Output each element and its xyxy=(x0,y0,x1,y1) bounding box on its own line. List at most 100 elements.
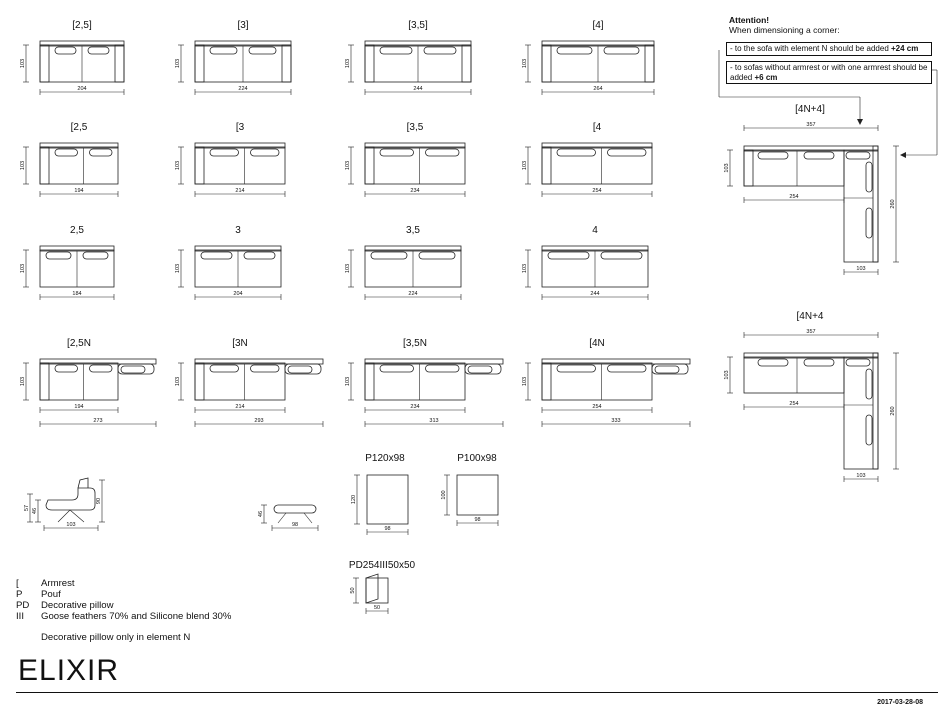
arrow-head xyxy=(857,119,863,125)
dimension-label: 98 xyxy=(384,526,390,532)
attention-note-1-text: - to the sofa with element N should be a… xyxy=(730,44,891,53)
dimension-label: 103 xyxy=(345,377,351,386)
sofa-code: 2,5 xyxy=(70,225,84,236)
seat-cushion xyxy=(209,46,238,55)
seat-cushion xyxy=(803,358,835,367)
seat-cushion xyxy=(607,364,647,373)
sofa-body xyxy=(39,146,119,185)
attention-note-2-text: - to sofas without armrest or with one a… xyxy=(730,63,928,82)
armrest-left xyxy=(194,44,205,83)
element-n xyxy=(651,363,689,375)
seat-cushion xyxy=(54,46,77,55)
corner-code: [4N+4] xyxy=(795,104,825,115)
dimension-label: 194 xyxy=(74,188,83,194)
seat-cushion xyxy=(89,148,113,157)
seat-cushion xyxy=(200,251,233,260)
backrest xyxy=(541,358,691,365)
element-n xyxy=(284,363,322,375)
arrow-head xyxy=(900,152,906,158)
seat-cushion xyxy=(757,151,789,160)
sofa-body xyxy=(39,362,119,401)
sofa-code: [2,5N xyxy=(67,338,91,349)
seat-cushion xyxy=(250,148,280,157)
armrest-left xyxy=(364,44,375,83)
seat-cushion xyxy=(467,365,493,374)
dimension-label: 273 xyxy=(93,418,102,424)
seat-cushion xyxy=(45,251,72,260)
armrest-left xyxy=(743,149,754,187)
dimension-label: 204 xyxy=(233,291,242,297)
armrest-left xyxy=(194,362,205,401)
revision-date: 2017-03-28-08 xyxy=(877,699,923,706)
sofa-body xyxy=(541,146,653,185)
seat-cushion xyxy=(379,364,414,373)
sofa-code: [3] xyxy=(237,20,248,31)
dimension-label: 103 xyxy=(66,522,75,528)
dimension-label: 103 xyxy=(522,264,528,273)
armrest-right xyxy=(644,44,655,83)
seat-cushion xyxy=(547,251,590,260)
backrest xyxy=(39,358,157,365)
sofa-body xyxy=(194,146,286,185)
dimension-label: 194 xyxy=(74,404,83,410)
seat-cushion xyxy=(248,46,277,55)
seat-cushion xyxy=(287,365,313,374)
dimension-label: 103 xyxy=(522,377,528,386)
dimension-label: 103 xyxy=(856,266,865,272)
backrest xyxy=(364,358,504,365)
dimension-label: 103 xyxy=(522,59,528,68)
dimension-label: 103 xyxy=(20,377,26,386)
sofa-body xyxy=(541,362,653,401)
seat-cushion xyxy=(757,358,789,367)
dimension-label: 254 xyxy=(592,188,601,194)
pouf-code: P120x98 xyxy=(365,453,405,464)
dimension-label: 90 xyxy=(96,498,102,504)
sofa-code: [4 xyxy=(593,122,602,133)
seat-cushion xyxy=(845,358,871,367)
dimension-label: 98 xyxy=(292,522,298,528)
sofa-code: [3,5 xyxy=(407,122,424,133)
dimension-label: 46 xyxy=(32,508,38,514)
attention-note-2-value: +6 cm xyxy=(754,72,778,82)
backrest xyxy=(194,142,286,149)
armrest-left xyxy=(194,146,205,185)
armrest-left xyxy=(364,146,375,185)
seat-cushion xyxy=(370,251,408,260)
seat-cushion xyxy=(845,151,871,160)
armrest-left xyxy=(39,44,50,83)
dimension-label: 50 xyxy=(374,605,380,611)
backrest xyxy=(39,142,119,149)
dimension-label: 100 xyxy=(441,490,447,499)
seat-cushion xyxy=(250,364,280,373)
dimension-label: 260 xyxy=(890,199,896,208)
sofa-code: [4N xyxy=(589,338,605,349)
dimension-label: 234 xyxy=(410,188,419,194)
dimension-label: 214 xyxy=(235,404,244,410)
seat-cushion xyxy=(82,251,109,260)
sofa-body xyxy=(743,149,845,187)
seat-cushion xyxy=(54,364,78,373)
dimension-label: 50 xyxy=(350,587,356,593)
armrest-left xyxy=(541,362,552,401)
sofa-code: [3,5] xyxy=(408,20,428,31)
seat-cushion xyxy=(379,148,414,157)
legend-code: P xyxy=(16,589,23,600)
seat-cushion xyxy=(209,148,239,157)
sofa-body xyxy=(194,362,286,401)
footer-rule xyxy=(16,692,938,693)
armchair-back xyxy=(77,477,89,489)
dimension-label: 357 xyxy=(806,122,815,128)
seat-cushion xyxy=(803,151,835,160)
